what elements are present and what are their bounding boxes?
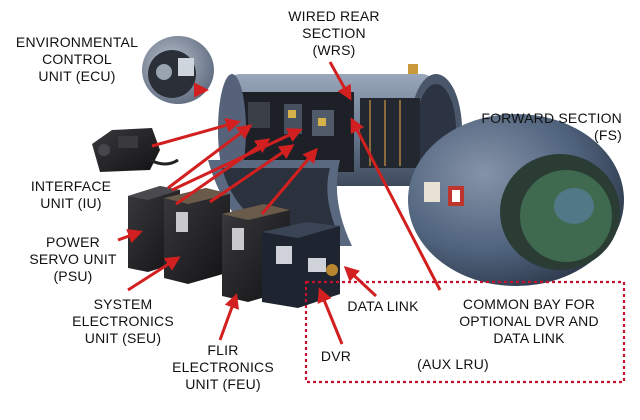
label-feu-line-2: ELECTRONICS xyxy=(172,359,274,375)
label-fs-line-2: (FS) xyxy=(593,127,622,143)
label-datalink-text: DATA LINK xyxy=(347,298,419,314)
arrow-feu xyxy=(218,293,239,341)
label-ecu-line-2: CONTROL xyxy=(42,51,112,67)
label-common-line-2: OPTIONAL DVR AND xyxy=(459,313,599,329)
label-psu-line-3: (PSU) xyxy=(53,268,93,284)
arrow-common xyxy=(350,117,442,291)
label-seu: SYSTEM ELECTRONICS UNIT (SEU) xyxy=(70,296,176,347)
ecu-shape xyxy=(142,36,214,104)
callout-arrows xyxy=(117,61,442,345)
label-dvr-text: DVR xyxy=(320,348,352,364)
arrow-seu xyxy=(127,256,181,292)
label-dvr: DVR xyxy=(316,348,356,365)
label-common-bay: COMMON BAY FOR OPTIONAL DVR AND DATA LIN… xyxy=(444,296,614,347)
label-common-line-1: COMMON BAY FOR xyxy=(462,296,596,312)
arrow-iu-2 xyxy=(171,128,303,192)
arrow-wrs xyxy=(328,61,352,101)
label-psu: POWER SERVO UNIT (PSU) xyxy=(28,234,118,285)
label-aux-lru: (AUX LRU) xyxy=(410,356,496,373)
label-ecu-line-1: ENVIRONMENTAL xyxy=(15,34,139,50)
arrow-psu-2 xyxy=(175,138,271,206)
label-ecu: ENVIRONMENTAL CONTROL UNIT (ECU) xyxy=(10,34,144,85)
aux-lru-dotted-box xyxy=(304,280,626,384)
forward-section-shape xyxy=(408,114,624,286)
label-wrs: WIRED REAR SECTION (WRS) xyxy=(280,8,388,59)
label-feu-line-1: FLIR xyxy=(207,342,239,358)
label-psu-line-2: SERVO UNIT xyxy=(29,251,117,267)
label-wrs-line-3: (WRS) xyxy=(312,42,356,58)
label-fs: FORWARD SECTION (FS) xyxy=(468,110,622,144)
label-fs-line-1: FORWARD SECTION xyxy=(481,110,622,126)
label-feu: FLIR ELECTRONICS UNIT (FEU) xyxy=(170,342,276,393)
label-wrs-line-2: SECTION xyxy=(302,25,366,41)
label-aux-text: (AUX LRU) xyxy=(417,356,489,372)
label-seu-line-2: ELECTRONICS xyxy=(72,313,174,329)
label-iu-line-2: UNIT (IU) xyxy=(40,195,102,211)
lru-box-stack xyxy=(128,186,340,308)
arrow-psu xyxy=(117,229,143,244)
label-datalink: DATA LINK xyxy=(336,298,430,315)
label-iu: INTERFACE UNIT (IU) xyxy=(28,178,114,212)
label-wrs-line-1: WIRED REAR xyxy=(288,8,380,24)
label-seu-line-1: SYSTEM xyxy=(93,296,153,312)
arrow-seu-2 xyxy=(209,144,295,204)
label-psu-line-1: POWER xyxy=(46,234,100,250)
label-ecu-line-3: UNIT (ECU) xyxy=(38,68,116,84)
label-feu-line-3: UNIT (FEU) xyxy=(185,376,261,392)
arrow-dvr xyxy=(317,287,344,345)
label-seu-line-3: UNIT (SEU) xyxy=(84,330,162,346)
label-iu-line-1: INTERFACE xyxy=(30,178,112,194)
arrow-feu-2 xyxy=(260,147,318,215)
arrow-iu-1 xyxy=(167,124,253,190)
label-common-line-3: DATA LINK xyxy=(493,330,565,346)
interface-unit-shape xyxy=(92,128,179,172)
arrow-ecu-1 xyxy=(151,118,241,148)
